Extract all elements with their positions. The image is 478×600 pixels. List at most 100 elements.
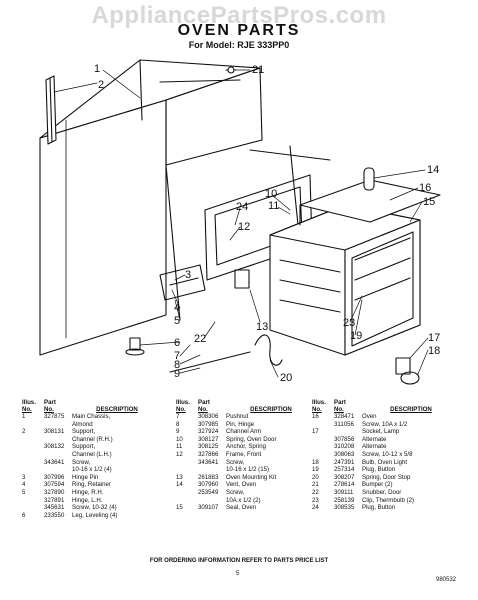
part-description: Channel Arm — [226, 428, 262, 436]
illus-number: 11 — [176, 443, 183, 451]
part-number — [198, 466, 226, 474]
part-description: Socket, Lamp — [362, 428, 400, 436]
callout-16: 16 — [419, 182, 431, 194]
part-number — [334, 428, 362, 436]
illus-number: 7 — [176, 413, 180, 420]
part-description: Plug, Button — [362, 466, 396, 474]
callout-23: 23 — [343, 317, 355, 329]
part-description: 10-16 x 1/2 (15) — [226, 466, 270, 474]
part-description: Main Chassis, — [72, 413, 111, 420]
part-description: Oven Mounting Kit — [226, 473, 277, 481]
illus-number — [312, 436, 334, 444]
illus-number — [22, 504, 44, 512]
part-number: 233550 — [44, 511, 65, 519]
illus-number: 15 — [176, 504, 183, 512]
part-number: 343641 — [44, 458, 65, 466]
illus-number — [22, 451, 44, 459]
part-number: 257314 — [334, 466, 355, 474]
header-illus-no: No. — [176, 406, 186, 413]
part-description: Support, — [72, 428, 96, 436]
parts-row: Almond — [22, 421, 162, 429]
main-chassis — [39, 59, 263, 356]
part-number: 310208 — [334, 443, 355, 451]
part-description: Hinge, R.H. — [72, 488, 104, 496]
support-channel — [45, 75, 57, 145]
illus-number: 18 — [312, 458, 319, 466]
part-description: Screw, — [226, 458, 245, 466]
part-description: Channel (R.H.) — [72, 435, 113, 443]
part-description: Seal, Oven — [226, 504, 257, 512]
page-number: 5 — [236, 571, 240, 577]
part-description: 10A x 1/2 (2) — [226, 496, 261, 504]
callout-15: 15 — [423, 196, 435, 208]
illus-number — [176, 489, 198, 497]
leveling-leg — [125, 337, 145, 356]
header-illus: Illus. — [312, 399, 326, 406]
illus-number: 14 — [176, 481, 183, 489]
illus-number — [176, 466, 198, 474]
part-number: 258139 — [334, 496, 355, 504]
illus-number: 1 — [22, 413, 26, 420]
part-number: 327866 — [198, 450, 219, 458]
part-description: Alternate — [362, 443, 387, 451]
illus-number: 9 — [176, 428, 180, 436]
part-number: 278614 — [334, 481, 355, 489]
illus-number: 4 — [22, 481, 26, 489]
part-description: Channel (L.H.) — [72, 450, 112, 458]
callout-24: 24 — [236, 201, 248, 213]
part-description: Leg, Leveling (4) — [72, 511, 118, 519]
part-number: 308306 — [198, 413, 219, 420]
part-description: Plug, Button — [362, 504, 396, 512]
illus-number — [312, 451, 334, 459]
parts-row: 10-16 x 1/2 (15) — [176, 466, 316, 474]
hinge-assembly — [159, 264, 250, 301]
parts-row: 10A x 1/2 (2) — [176, 497, 316, 505]
lamp-socket — [395, 357, 420, 385]
part-description: Frame, Front — [226, 450, 262, 458]
callout-22: 22 — [194, 333, 206, 345]
part-number: 328471 — [334, 413, 355, 420]
illus-number: 12 — [176, 450, 183, 458]
parts-row: 10-16 x 1/2 (4) — [22, 466, 162, 474]
part-description: Oven — [362, 413, 377, 420]
part-number — [198, 497, 226, 505]
part-description: Hinge, L.H. — [72, 496, 103, 504]
header-part: Part — [44, 399, 56, 406]
part-number — [44, 451, 72, 459]
callout-5: 5 — [174, 315, 180, 327]
part-description: Anchor, Spring — [226, 443, 266, 451]
header-part-no: No. — [334, 406, 344, 413]
part-description: Screw, 10A x 1/2 — [362, 420, 408, 428]
illus-number: 22 — [312, 488, 319, 496]
callout-17: 17 — [428, 332, 440, 344]
parts-row: Channel (L.H.) — [22, 451, 162, 459]
part-description: Alternate — [362, 435, 387, 443]
callout-7: 7 — [174, 350, 180, 362]
exploded-diagram: 1 2 21 14 16 15 10 11 24 12 3 4 5 13 22 … — [39, 59, 441, 385]
part-description: Screw, — [226, 488, 245, 496]
header-part-no: No. — [198, 406, 208, 413]
parts-row: Channel (R.H.) — [22, 436, 162, 444]
channel-arm — [169, 334, 283, 373]
vent — [363, 167, 375, 191]
illus-number — [22, 443, 44, 451]
part-number: 308063 — [334, 450, 355, 458]
part-number: 247391 — [334, 458, 355, 466]
header-illus-no: No. — [22, 406, 32, 413]
